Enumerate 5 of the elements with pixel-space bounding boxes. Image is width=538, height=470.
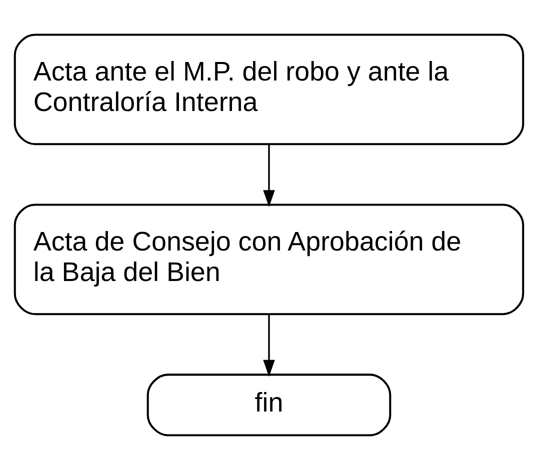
- node-box: Acta ante el M.P. del robo y ante la Contraloría Interna: [14, 34, 524, 146]
- node-box: Acta de Consejo con Aprobación de la Baja del Bien: [14, 204, 524, 316]
- node-box: fin: [146, 374, 392, 436]
- arrow: [263, 144, 275, 208]
- arrow: [263, 314, 275, 377]
